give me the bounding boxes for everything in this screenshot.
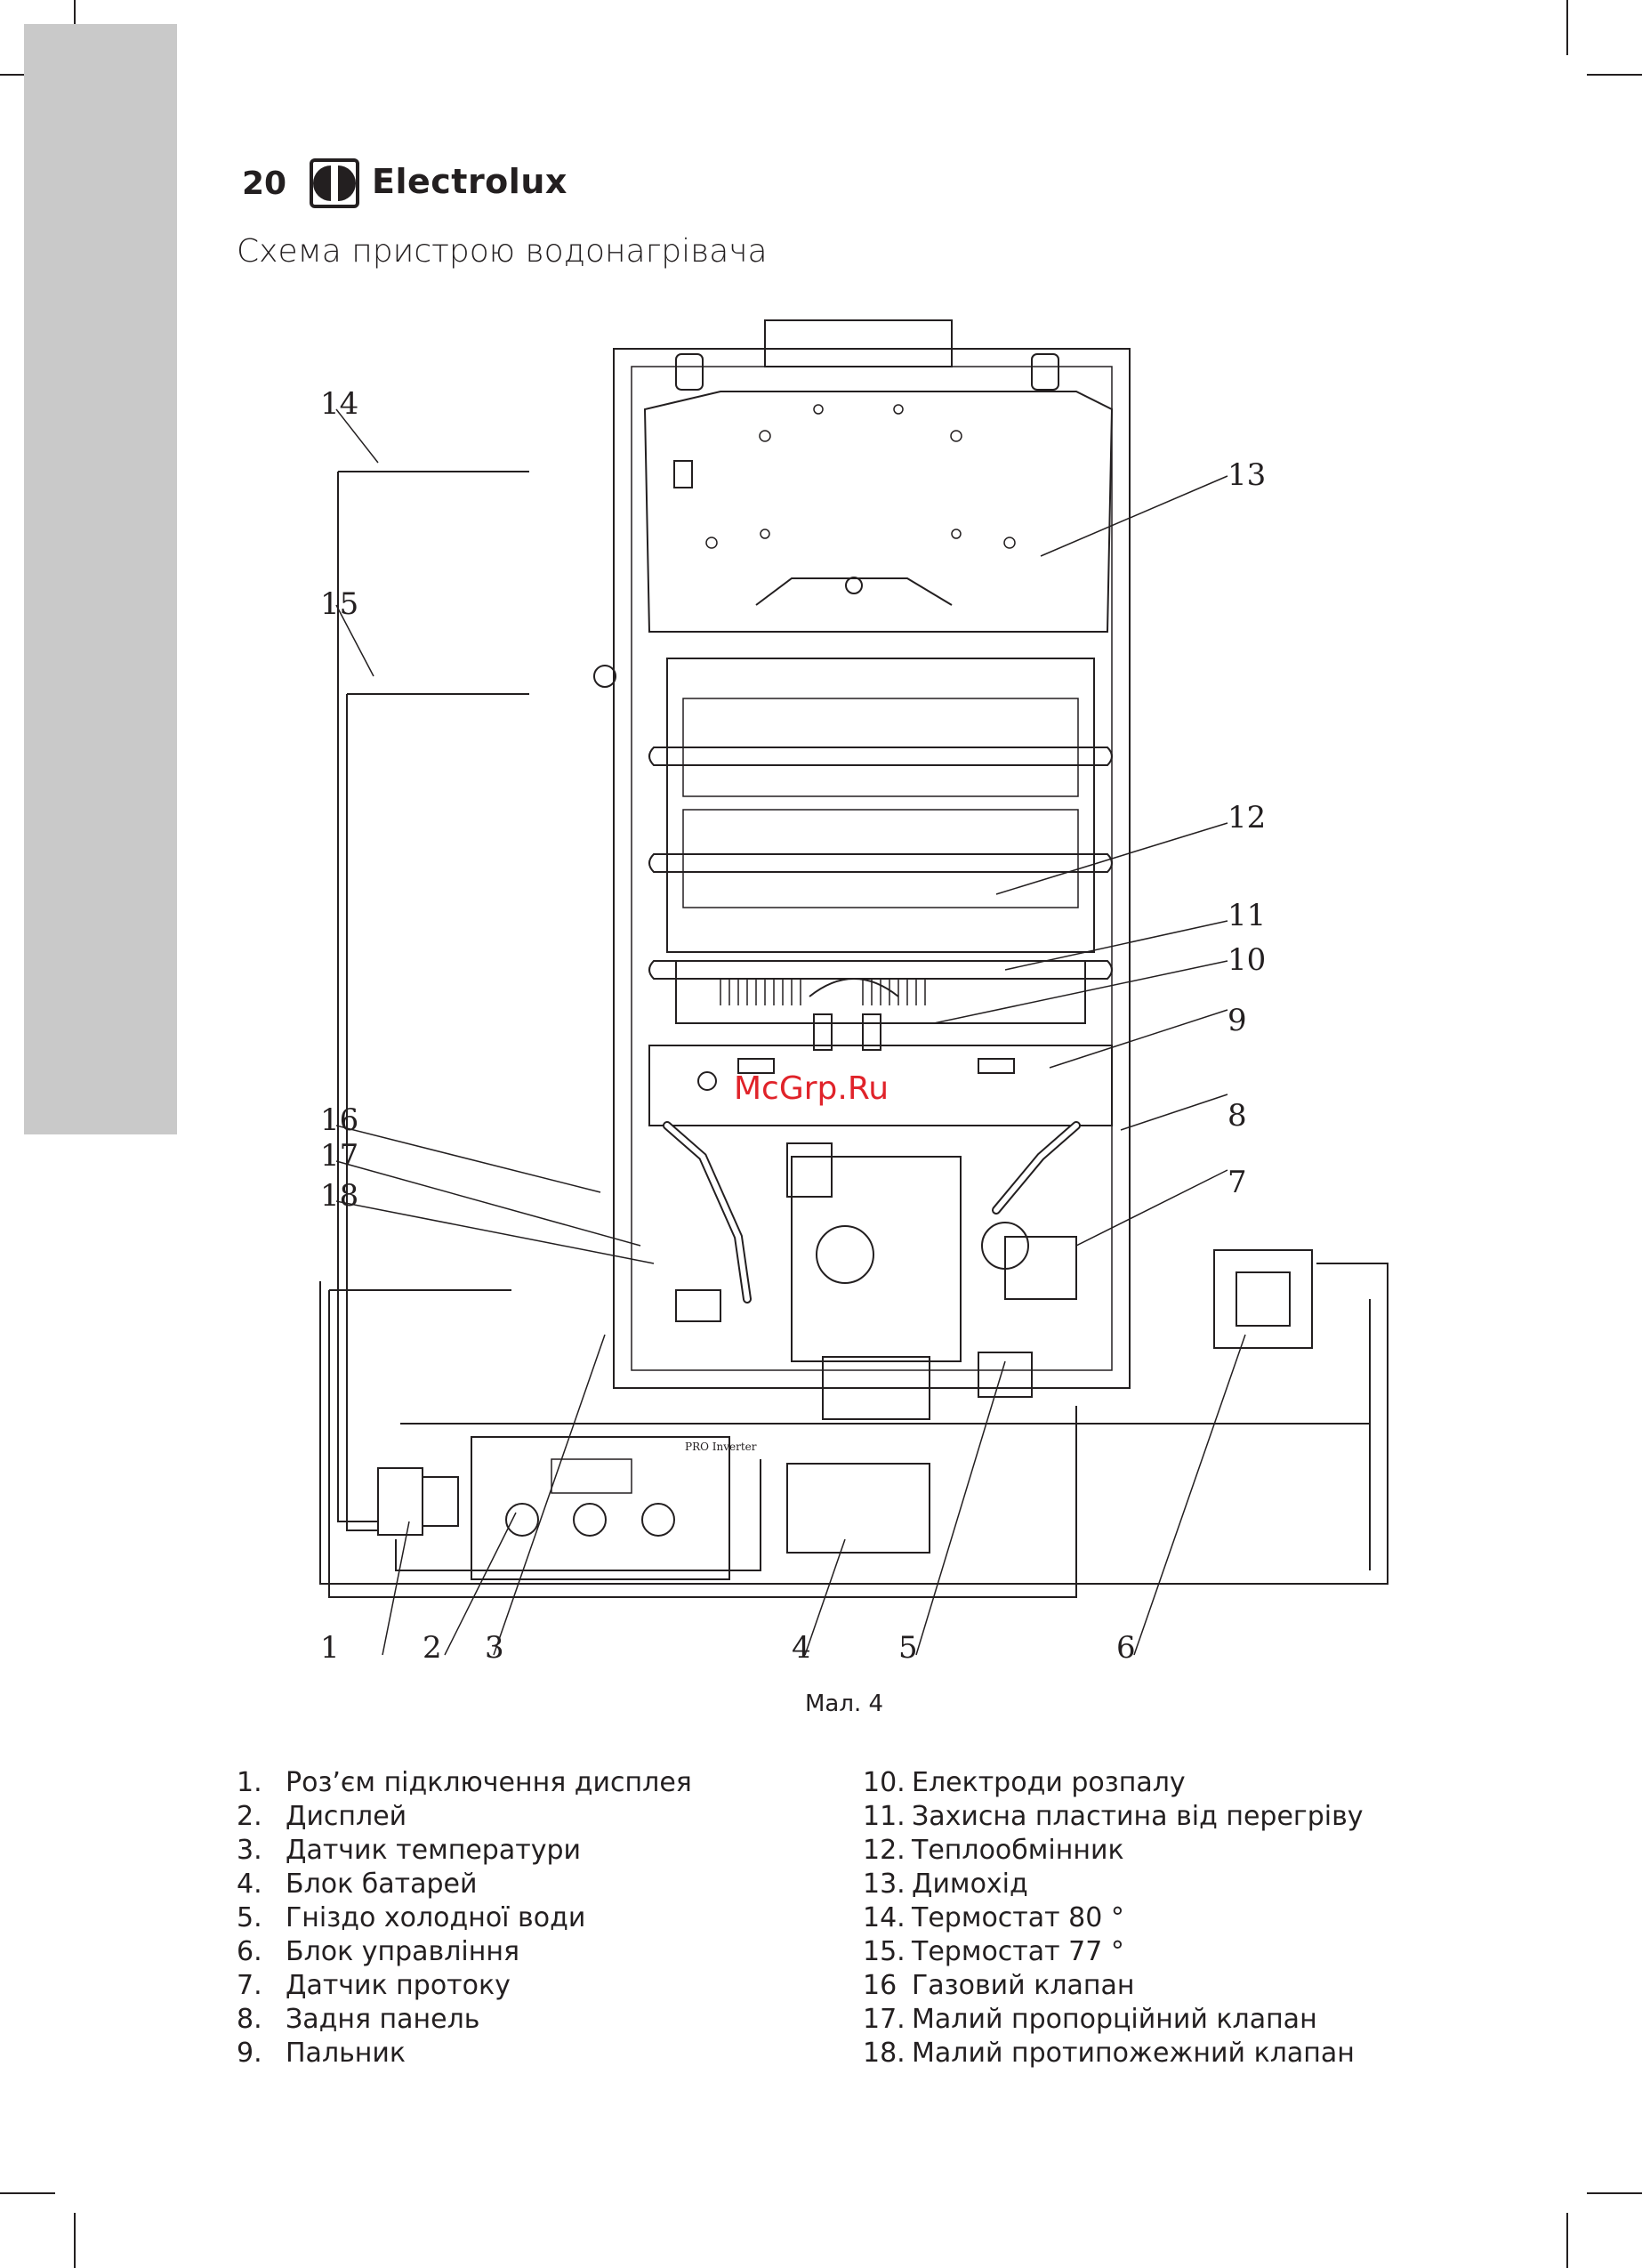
callout-9: 9	[1227, 1003, 1247, 1038]
callout-4: 4	[792, 1630, 811, 1664]
page-title: Схема пристрою водонагрівача	[237, 233, 768, 270]
legend-left: 1.Роз’єм підключення дисплея 2.Дисплей 3…	[237, 1766, 692, 2070]
legend-item: 2.Дисплей	[237, 1801, 407, 1832]
callout-3: 3	[485, 1630, 504, 1664]
heat-exchanger	[666, 658, 1095, 953]
control-unit	[1213, 1249, 1313, 1349]
callout-14: 14	[320, 386, 358, 422]
flue-outlet	[764, 319, 953, 367]
figure-caption: Мал. 4	[805, 1691, 884, 1717]
legend-right: 10.Електроди розпалу 11.Захисна пластина…	[863, 1766, 1364, 2070]
callout-6: 6	[1116, 1630, 1136, 1664]
callout-8: 8	[1227, 1098, 1247, 1134]
callout-7: 7	[1227, 1165, 1247, 1200]
legend-item: 5.Гніздо холодної води	[237, 1902, 586, 1933]
callout-17: 17	[320, 1138, 358, 1174]
watermark: McGrp.Ru	[734, 1070, 889, 1107]
legend-item: 17.Малий пропорційний клапан	[863, 2004, 1317, 2035]
display-panel	[471, 1436, 730, 1580]
callout-5: 5	[898, 1630, 918, 1664]
legend-item: 15.Термостат 77 °	[863, 1936, 1124, 1967]
chapter-tab	[24, 24, 177, 1134]
callout-12: 12	[1227, 800, 1266, 835]
display-model-label: PRO Inverter	[685, 1441, 757, 1453]
callout-10: 10	[1227, 942, 1266, 978]
callout-15: 15	[320, 586, 358, 622]
crop-mark	[1587, 74, 1642, 76]
legend-item: 3.Датчик температури	[237, 1835, 582, 1866]
flue-hood	[643, 391, 1114, 633]
legend-item: 18.Малий протипожежний клапан	[863, 2038, 1355, 2069]
legend-item: 9.Пальник	[237, 2038, 406, 2069]
callout-2: 2	[423, 1630, 442, 1664]
crop-mark	[1566, 0, 1568, 55]
legend-item: 6.Блок управління	[237, 1936, 520, 1967]
gas-valve	[791, 1156, 962, 1362]
callout-18: 18	[320, 1178, 358, 1214]
electrolux-logo-icon	[310, 158, 359, 208]
page-number: 20	[242, 165, 287, 202]
legend-item: 12.Теплообмінник	[863, 1835, 1124, 1866]
legend-item: 7.Датчик протоку	[237, 1970, 511, 2001]
crop-mark	[1587, 2192, 1642, 2194]
legend-item: 13.Димохід	[863, 1868, 1028, 1900]
crop-mark	[0, 2192, 55, 2194]
callout-16: 16	[320, 1102, 358, 1138]
legend-item: 1.Роз’єм підключення дисплея	[237, 1767, 692, 1798]
burner	[648, 1045, 1113, 1126]
legend-item: 8.Задня панель	[237, 2004, 480, 2035]
crop-mark	[1566, 2213, 1568, 2268]
brand-name: Electrolux	[372, 162, 567, 201]
legend-item: 11.Захисна пластина від перегріву	[863, 1801, 1364, 1832]
display-connector	[377, 1467, 423, 1536]
callout-13: 13	[1227, 457, 1266, 493]
callout-1: 1	[320, 1630, 340, 1664]
water-heater-diagram: PRO Inverter 14	[319, 319, 1388, 1664]
legend-item: 14.Термостат 80 °	[863, 1902, 1124, 1933]
crop-mark	[74, 2213, 76, 2268]
callout-11: 11	[1227, 898, 1266, 933]
back-panel	[613, 348, 1131, 1389]
battery-box	[786, 1463, 930, 1554]
legend-item: 4.Блок батарей	[237, 1868, 478, 1900]
legend-item: 10.Електроди розпалу	[863, 1767, 1186, 1798]
